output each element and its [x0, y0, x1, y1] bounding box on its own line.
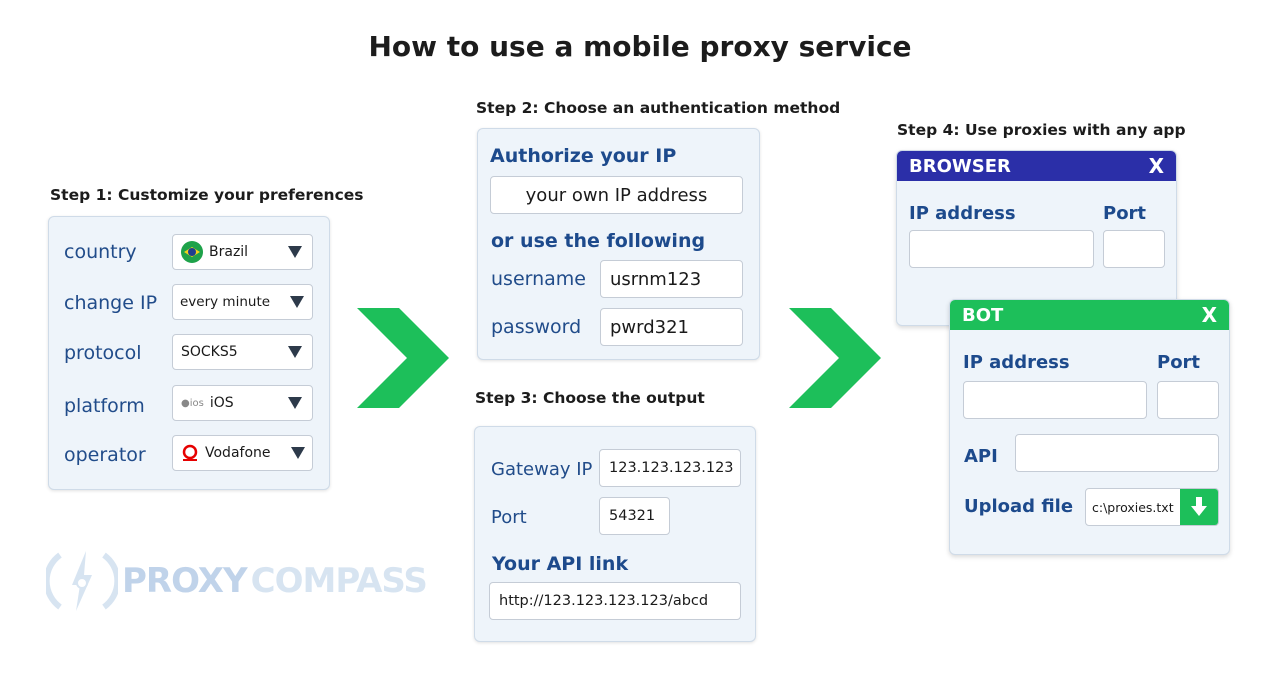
operator-value: Vodafone: [205, 445, 271, 461]
change-ip-label: change IP: [64, 292, 158, 314]
api-link-field[interactable]: http://123.123.123.123/abcd: [489, 582, 741, 620]
bot-titlebar: BOT X: [950, 300, 1229, 330]
chevron-right-arrow-icon: [357, 308, 449, 408]
bot-api-input[interactable]: [1015, 434, 1219, 472]
chevron-down-icon: [288, 346, 302, 358]
country-label: country: [64, 241, 137, 263]
or-use-following-heading: or use the following: [491, 230, 706, 252]
vodafone-icon: [182, 444, 198, 461]
chevron-right-arrow-icon: [789, 308, 881, 408]
output-panel: Gateway IP 123.123.123.123 Port 54321 Yo…: [474, 426, 756, 642]
close-icon[interactable]: X: [1201, 303, 1217, 327]
operator-label: operator: [64, 444, 146, 466]
step-1-label: Step 1: Customize your preferences: [50, 186, 364, 204]
browser-port-input[interactable]: [1103, 230, 1165, 268]
change-ip-select[interactable]: every minute: [172, 284, 313, 320]
browser-window: BROWSER X IP address Port: [896, 150, 1177, 326]
platform-label: platform: [64, 395, 145, 417]
compass-icon: [46, 551, 118, 611]
username-field[interactable]: usrnm123: [600, 260, 743, 298]
protocol-value: SOCKS5: [181, 344, 238, 360]
bot-title: BOT: [962, 304, 1004, 326]
password-label: password: [491, 316, 582, 338]
browser-ip-input[interactable]: [909, 230, 1094, 268]
step-4-label: Step 4: Use proxies with any app: [897, 121, 1186, 139]
authentication-panel: Authorize your IP your own IP address or…: [477, 128, 760, 360]
upload-file-label: Upload file: [964, 496, 1074, 517]
upload-file-control[interactable]: c:\proxies.txt: [1085, 488, 1219, 526]
bot-window: BOT X IP address Port API Upload file c:…: [949, 299, 1230, 555]
change-ip-value: every minute: [180, 294, 271, 310]
chevron-down-icon: [290, 296, 304, 308]
bot-ip-label: IP address: [963, 352, 1070, 373]
protocol-label: protocol: [64, 342, 142, 364]
port-label: Port: [491, 507, 527, 528]
browser-port-label: Port: [1103, 203, 1147, 224]
authorize-ip-heading: Authorize your IP: [490, 145, 677, 167]
gateway-ip-field[interactable]: 123.123.123.123: [599, 449, 741, 487]
password-field[interactable]: pwrd321: [600, 308, 743, 346]
platform-select[interactable]: ●ios iOS: [172, 385, 313, 421]
username-label: username: [491, 268, 586, 290]
browser-titlebar: BROWSER X: [897, 151, 1176, 181]
country-value: Brazil: [209, 244, 249, 260]
port-field[interactable]: 54321: [599, 497, 670, 535]
close-icon[interactable]: X: [1148, 154, 1164, 178]
browser-title: BROWSER: [909, 155, 1011, 177]
bot-port-label: Port: [1157, 352, 1201, 373]
step-3-label: Step 3: Choose the output: [475, 389, 705, 407]
bot-ip-input[interactable]: [963, 381, 1147, 419]
logo-text-compass: COMPASS: [250, 561, 428, 601]
preferences-panel: country Brazil change IP every minute pr…: [48, 216, 330, 490]
logo-text-proxy: PROXY: [122, 561, 248, 601]
gateway-ip-label: Gateway IP: [491, 459, 593, 480]
platform-value: iOS: [209, 395, 234, 411]
country-select[interactable]: Brazil: [172, 234, 313, 270]
own-ip-field[interactable]: your own IP address: [490, 176, 743, 214]
brazil-flag-icon: [181, 241, 203, 263]
download-arrow-icon[interactable]: [1180, 489, 1218, 525]
bot-port-input[interactable]: [1157, 381, 1219, 419]
chevron-down-icon: [288, 246, 302, 258]
apple-icon: ●ios: [181, 397, 204, 409]
step-2-label: Step 2: Choose an authentication method: [476, 99, 841, 117]
operator-select[interactable]: Vodafone: [172, 435, 313, 471]
browser-ip-label: IP address: [909, 203, 1016, 224]
chevron-down-icon: [288, 397, 302, 409]
api-link-heading: Your API link: [492, 553, 629, 575]
protocol-select[interactable]: SOCKS5: [172, 334, 313, 370]
bot-api-label: API: [964, 446, 998, 467]
upload-file-path: c:\proxies.txt: [1092, 499, 1174, 515]
page-title: How to use a mobile proxy service: [368, 30, 912, 63]
chevron-down-icon: [291, 447, 305, 459]
